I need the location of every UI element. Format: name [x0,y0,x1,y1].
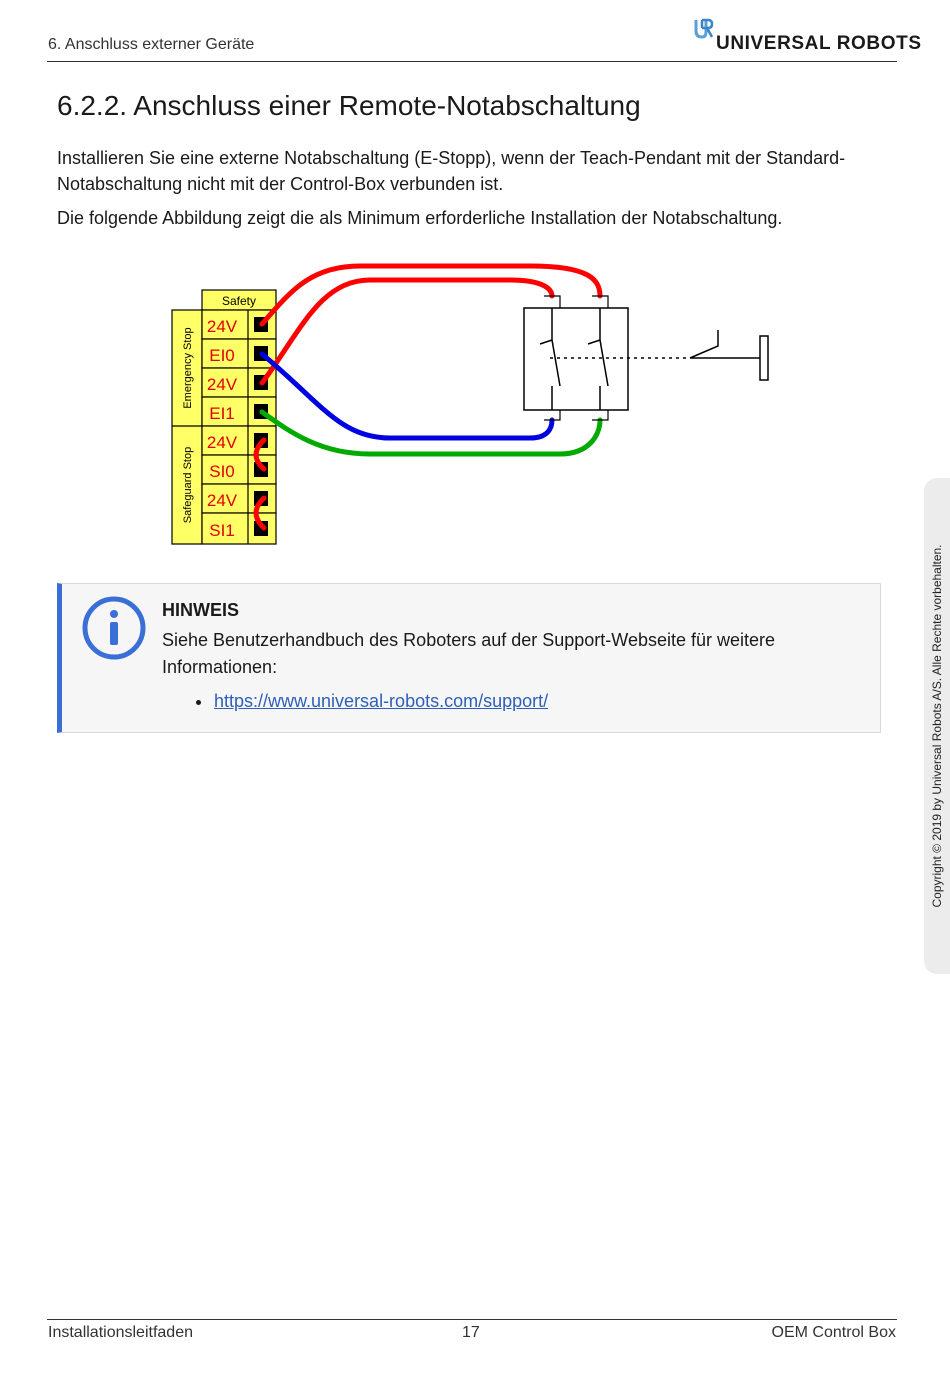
section-title: 6.2.2. Anschluss einer Remote-Notabschal… [57,90,641,121]
note-title: HINWEIS [162,600,240,620]
group-label-safeguard-stop: Safeguard Stop [182,447,194,523]
note-body: Siehe Benutzerhandbuch des Roboters auf … [162,630,776,677]
footer-document-title: Installationsleitfaden [48,1324,193,1341]
terminal-block-header-label: Safety [222,294,256,308]
page-number: 17 [462,1324,480,1341]
list-item: https://www.universal-robots.com/support… [192,689,548,713]
group-label-emergency-stop: Emergency Stop [182,327,194,408]
red-wire [259,277,555,386]
note-box: HINWEIS Siehe Benutzerhandbuch des Robot… [57,583,881,733]
terminal-label: 24V [207,491,238,510]
terminal-label: SI0 [209,462,235,481]
red-wire [259,263,603,327]
side-tab [924,478,950,974]
brand-name: UNIVERSAL ROBOTS [716,33,922,54]
terminal-row: EI0 [201,338,277,369]
terminal-label: 24V [207,375,238,394]
emergency-stop-wiring-diagram: Safety Emergency Stop Safeguard Stop 24V… [170,262,780,552]
terminal-label: 24V [207,317,238,336]
note-link-list: https://www.universal-robots.com/support… [192,689,548,713]
footer-product-name: OEM Control Box [771,1324,896,1341]
brand-logo: UNIVERSAL ROBOTS [694,18,921,58]
header-rule [47,61,897,62]
running-header-section: 6. Anschluss externer Geräte [48,36,255,53]
footer-rule [47,1319,897,1320]
jumper-wire [253,495,267,531]
terminal-label: EI0 [209,346,235,365]
support-link[interactable]: https://www.universal-robots.com/support… [214,691,549,711]
terminal-label: EI1 [209,404,235,423]
terminal-rows: 24V EI0 24V EI1 [201,309,277,545]
emergency-stop-switch [523,295,769,421]
copyright-notice: Copyright © 2019 by Universal Robots A/S… [930,544,944,908]
terminal-label: 24V [207,433,238,452]
terminal-label: SI1 [209,521,235,540]
ur-logo-icon [694,18,714,39]
green-wire [259,409,603,457]
blue-wire [259,351,555,441]
terminal-row: 24V [201,309,277,340]
figure-intro-paragraph: Die folgende Abbildung zeigt die als Min… [57,208,783,228]
terminal-row: EI1 [201,396,277,427]
jumper-wire [253,437,267,472]
terminal-block-sidebar [171,309,203,545]
info-icon [82,596,146,660]
intro-paragraph: Installieren Sie eine externe Notabschal… [57,148,846,194]
